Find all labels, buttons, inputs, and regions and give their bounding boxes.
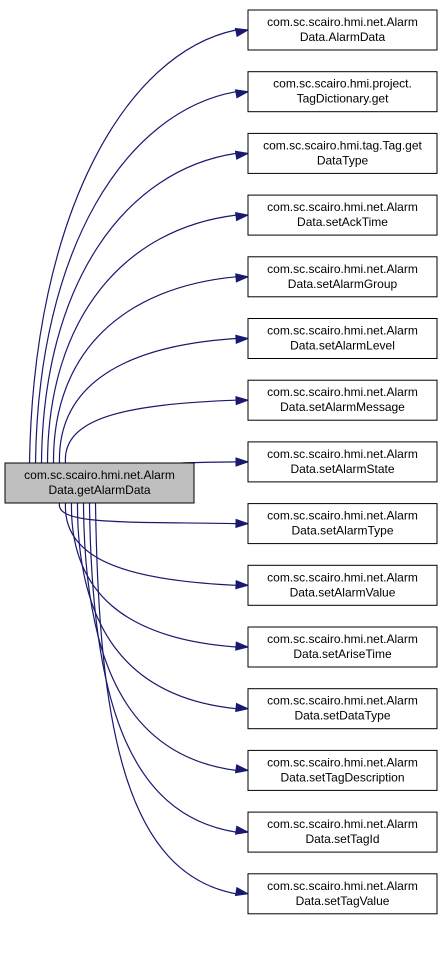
target-node-6-label-line2: Data.setAlarmLevel — [290, 339, 395, 353]
target-node-4[interactable]: com.sc.scairo.hmi.net.AlarmData.setAckTi… — [247, 194, 438, 236]
target-node-3-label-line1: com.sc.scairo.hmi.tag.Tag.get — [263, 138, 422, 152]
edge-to-target-2 — [34, 91, 237, 464]
target-node-9-box — [247, 503, 438, 545]
source-node[interactable]: com.sc.scairo.hmi.net.AlarmData.getAlarm… — [4, 462, 195, 504]
call-nodes: com.sc.scairo.hmi.net.AlarmData.getAlarm… — [4, 9, 438, 915]
target-node-4-label-line2: Data.setAckTime — [297, 215, 388, 229]
target-node-8-box — [247, 441, 438, 483]
edge-to-target-9 — [58, 502, 237, 525]
edge-to-target-6 — [58, 337, 237, 464]
target-node-9-label-line2: Data.setAlarmType — [291, 524, 393, 538]
arrowhead-icon — [235, 396, 250, 406]
target-node-14[interactable]: com.sc.scairo.hmi.net.AlarmData.setTagId — [247, 811, 438, 853]
arrowhead-icon — [235, 702, 250, 713]
arrowhead-icon — [234, 27, 250, 38]
edge-to-target-10 — [64, 502, 237, 586]
arrowhead-icon — [235, 518, 250, 529]
target-node-1[interactable]: com.sc.scairo.hmi.net.AlarmData.AlarmDat… — [247, 9, 438, 51]
arrowhead-icon — [235, 579, 250, 590]
target-node-10-label-line2: Data.setAlarmValue — [290, 585, 396, 599]
arrowhead-icon — [235, 457, 250, 467]
target-node-11-label-line1: com.sc.scairo.hmi.net.Alarm — [267, 632, 418, 646]
target-node-8-label-line1: com.sc.scairo.hmi.net.Alarm — [267, 447, 418, 461]
target-node-2-box — [247, 71, 438, 113]
target-node-10-label-line1: com.sc.scairo.hmi.net.Alarm — [267, 570, 418, 584]
target-node-11-box — [247, 626, 438, 668]
target-node-7-label-line2: Data.setAlarmMessage — [280, 400, 405, 414]
target-node-10-box — [247, 564, 438, 606]
target-node-11-label-line2: Data.setAriseTime — [293, 647, 392, 661]
arrowhead-icon — [234, 825, 250, 835]
source-node-label-line2: Data.getAlarmData — [48, 483, 150, 497]
target-node-5-label-line2: Data.setAlarmGroup — [288, 277, 398, 291]
target-node-6[interactable]: com.sc.scairo.hmi.net.AlarmData.setAlarm… — [247, 318, 438, 359]
target-node-6-box — [247, 318, 438, 359]
target-node-12-box — [247, 688, 438, 730]
target-node-12-label-line1: com.sc.scairo.hmi.net.Alarm — [267, 694, 418, 708]
source-node-label-line1: com.sc.scairo.hmi.net.Alarm — [24, 468, 175, 482]
target-node-9-label-line1: com.sc.scairo.hmi.net.Alarm — [267, 509, 418, 523]
target-node-5-label-line1: com.sc.scairo.hmi.net.Alarm — [267, 262, 418, 276]
target-node-14-box — [247, 811, 438, 853]
arrowhead-icon — [235, 334, 250, 345]
target-node-12[interactable]: com.sc.scairo.hmi.net.AlarmData.setDataT… — [247, 688, 438, 730]
target-node-8[interactable]: com.sc.scairo.hmi.net.AlarmData.setAlarm… — [247, 441, 438, 483]
source-node-box — [4, 462, 195, 504]
target-node-1-label-line2: Data.AlarmData — [300, 30, 386, 44]
arrowhead-icon — [235, 641, 250, 651]
target-node-15[interactable]: com.sc.scairo.hmi.net.AlarmData.setTagVa… — [247, 873, 438, 915]
arrowhead-icon — [234, 886, 250, 897]
arrowhead-icon — [235, 211, 250, 222]
target-node-2-label-line2: TagDictionary.get — [297, 92, 389, 106]
target-node-14-label-line2: Data.setTagId — [305, 832, 379, 846]
target-node-7-label-line1: com.sc.scairo.hmi.net.Alarm — [267, 385, 418, 399]
edge-to-target-13 — [82, 502, 237, 771]
target-node-9[interactable]: com.sc.scairo.hmi.net.AlarmData.setAlarm… — [247, 503, 438, 545]
target-node-2-label-line1: com.sc.scairo.hmi.project. — [273, 77, 412, 91]
target-node-12-label-line2: Data.setDataType — [294, 709, 390, 723]
target-node-13[interactable]: com.sc.scairo.hmi.net.AlarmData.setTagDe… — [247, 749, 438, 791]
edge-to-target-5 — [52, 276, 237, 464]
target-node-5[interactable]: com.sc.scairo.hmi.net.AlarmData.setAlarm… — [247, 256, 438, 298]
edge-to-target-7 — [64, 399, 237, 464]
edge-to-target-3 — [40, 152, 237, 464]
target-node-5-box — [247, 256, 438, 298]
edge-to-target-14 — [88, 502, 237, 833]
target-node-1-box — [247, 9, 438, 51]
target-node-15-label-line1: com.sc.scairo.hmi.net.Alarm — [267, 879, 418, 893]
target-node-11[interactable]: com.sc.scairo.hmi.net.AlarmData.setArise… — [247, 626, 438, 668]
target-node-4-label-line1: com.sc.scairo.hmi.net.Alarm — [267, 200, 418, 214]
arrowhead-icon — [234, 150, 250, 160]
target-node-7-box — [247, 379, 438, 421]
target-node-3-box — [247, 132, 438, 174]
target-node-4-box — [247, 194, 438, 236]
edge-to-target-15 — [94, 502, 237, 895]
target-node-14-label-line1: com.sc.scairo.hmi.net.Alarm — [267, 817, 418, 831]
target-node-3-label-line2: DataType — [317, 153, 369, 167]
target-node-2[interactable]: com.sc.scairo.hmi.project.TagDictionary.… — [247, 71, 438, 113]
target-node-6-label-line1: com.sc.scairo.hmi.net.Alarm — [267, 324, 418, 338]
target-node-7[interactable]: com.sc.scairo.hmi.net.AlarmData.setAlarm… — [247, 379, 438, 421]
edge-to-target-11 — [70, 502, 237, 648]
target-node-15-label-line2: Data.setTagValue — [296, 894, 390, 908]
edge-to-target-1 — [28, 29, 237, 464]
target-node-13-box — [247, 749, 438, 791]
target-node-8-label-line2: Data.setAlarmState — [290, 462, 394, 476]
target-node-10[interactable]: com.sc.scairo.hmi.net.AlarmData.setAlarm… — [247, 564, 438, 606]
arrowhead-icon — [234, 89, 250, 99]
edge-to-target-12 — [76, 502, 237, 710]
target-node-13-label-line2: Data.setTagDescription — [280, 770, 404, 784]
target-node-13-label-line1: com.sc.scairo.hmi.net.Alarm — [267, 755, 418, 769]
target-node-15-box — [247, 873, 438, 915]
target-node-1-label-line1: com.sc.scairo.hmi.net.Alarm — [267, 15, 418, 29]
edge-to-target-4 — [46, 214, 237, 464]
arrowhead-icon — [235, 273, 250, 283]
call-edges — [28, 27, 250, 897]
arrowhead-icon — [235, 764, 250, 774]
